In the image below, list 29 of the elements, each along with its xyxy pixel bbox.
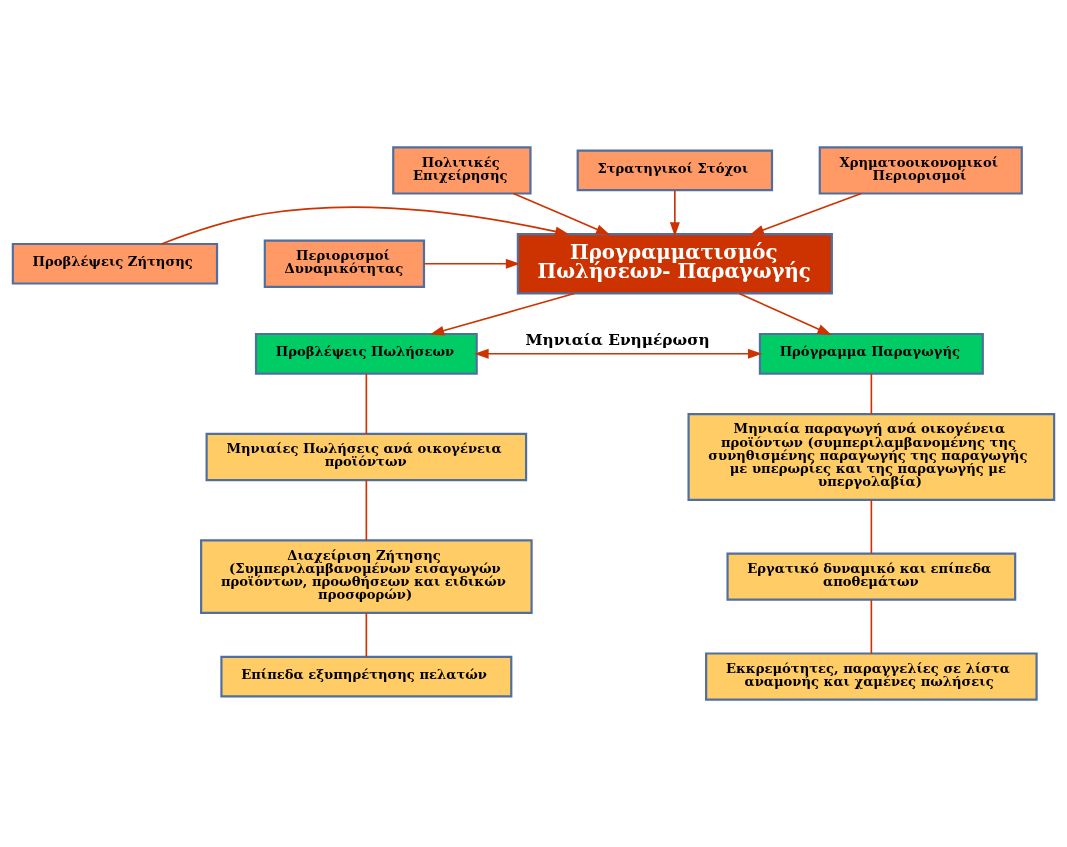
- node-box: Διαχείριση Ζήτησης (Συμπεριλαμβανομένων εισαγωγών προϊόντων, προωθήσεων και ειδικών προσφορών): [200, 539, 533, 614]
- arrow: [474, 348, 763, 359]
- node-box: Προγραμματισμός Πωλήσεων- Παραγωγής: [516, 233, 833, 295]
- arrow: [749, 192, 863, 235]
- arrow: [512, 192, 611, 236]
- node-box: Εκκρεμότητες, παραγγελίες σε λίστα αναμονής και χαμένες πωλήσεις: [705, 652, 1038, 701]
- arrow: [429, 292, 576, 336]
- node-box: Περιορισμοί Δυναμικότητας: [263, 239, 426, 288]
- node-box: Πολιτικές Επιχείρησης: [392, 146, 532, 195]
- connector: [365, 479, 368, 541]
- node-box: Μηνιαίες Πωλήσεις ανά οικογένεια προϊόντων: [205, 432, 528, 482]
- edge-label: Μηνιαία Ενημέρωση: [525, 331, 710, 350]
- node-box: Χρηματοοικονομικοί Περιορισμοί: [818, 146, 1023, 195]
- node-box: Επίπεδα εξυπηρέτησης πελατών: [220, 655, 513, 698]
- arrow: [423, 258, 521, 269]
- connector: [870, 599, 873, 655]
- connector: [870, 499, 873, 555]
- connector: [870, 373, 873, 415]
- node-box: Εργατικό δυναμικό και επίπεδα αποθεμάτων: [726, 552, 1017, 601]
- connector: [365, 373, 368, 435]
- node-box: Προβλέψεις Πωλήσεων: [254, 332, 478, 375]
- arrow: [160, 206, 570, 245]
- node-box: Στρατηγικοί Στόχοι: [576, 149, 774, 192]
- node-box: Προβλέψεις Ζήτησης: [11, 242, 219, 285]
- arrow: [669, 189, 680, 237]
- connector: [365, 612, 368, 658]
- arrow: [738, 292, 832, 335]
- node-box: Πρόγραμμα Παραγωγής: [758, 332, 984, 375]
- node-box: Μηνιαία παραγωγή ανά οικογένεια προϊόντων (συμπεριλαμβανομένης της συνηθισμένης παραγωγής της παραγωγής με υπερωρίες και της παραγωγής με υπεργολαβία): [687, 413, 1056, 501]
